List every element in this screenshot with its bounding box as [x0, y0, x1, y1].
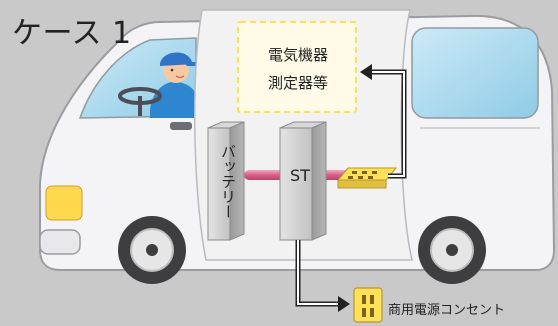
wall-outlet [353, 287, 383, 323]
headlight [45, 185, 83, 221]
door-handle [170, 122, 192, 130]
front-wheel [118, 216, 186, 284]
case-title: ケース 1 [12, 16, 132, 51]
rear-window [411, 27, 539, 119]
steering-wheel [118, 87, 162, 116]
arrow-to-outlet [295, 240, 350, 312]
equipment-label-line1: 電気機器 [267, 46, 328, 64]
battery-label: バッテリー [219, 144, 237, 219]
battery-st-cable [244, 170, 284, 180]
st-label: ST [290, 166, 310, 185]
st-box [279, 121, 327, 241]
battery-box [207, 121, 245, 241]
arrow-to-equipment [360, 64, 407, 179]
equipment-label-line2: 測定器等 [267, 74, 328, 92]
power-strip [336, 167, 398, 189]
front-bumper [39, 229, 81, 255]
outlet-label: 商用電源コンセント [388, 303, 506, 318]
equipment-box [237, 21, 357, 113]
driver [150, 52, 200, 118]
rear-wheel [418, 216, 486, 284]
